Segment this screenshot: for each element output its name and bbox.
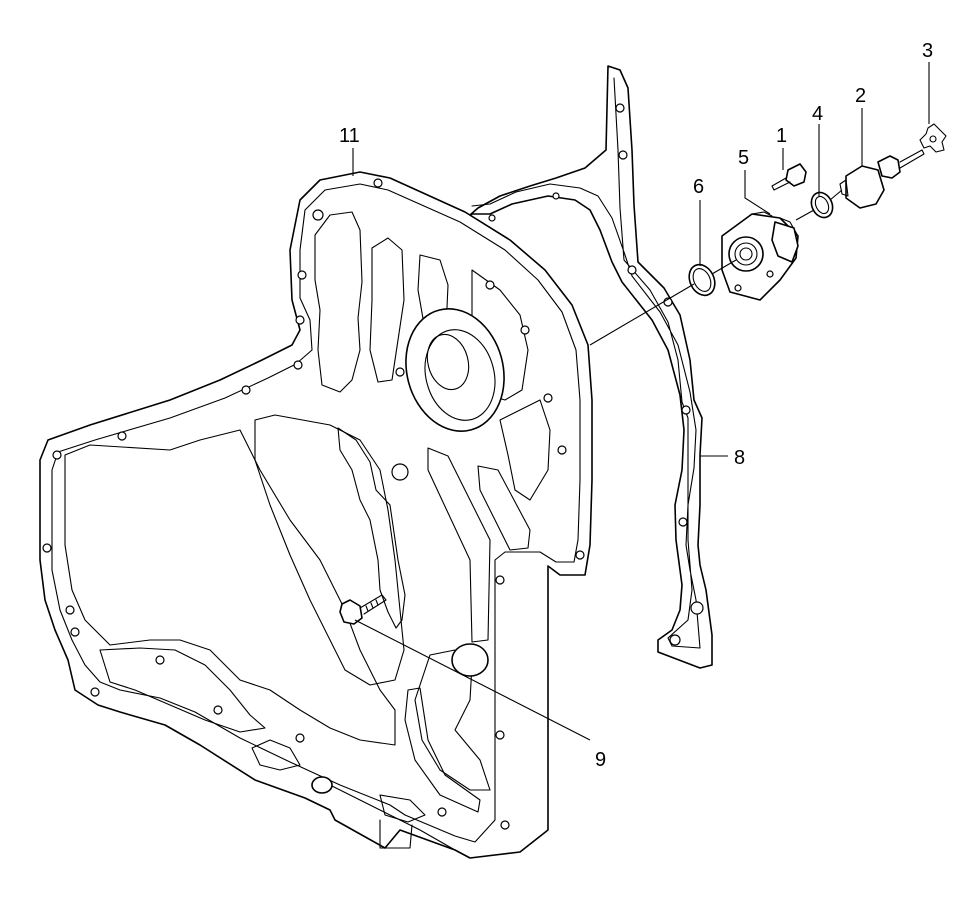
clip-part-3 xyxy=(919,123,947,153)
callout-9: 9 xyxy=(595,749,606,771)
sensor-part-2 xyxy=(839,149,925,209)
screw-part-1 xyxy=(771,163,807,191)
callout-1: 1 xyxy=(776,125,787,147)
callout-11: 11 xyxy=(339,125,360,147)
flange-part-5 xyxy=(721,211,799,301)
o-ring-part-6 xyxy=(688,263,716,297)
callout-leaders xyxy=(352,62,930,741)
housing-part-11 xyxy=(39,171,593,859)
assembly-axis-lines xyxy=(589,189,843,346)
callout-2: 2 xyxy=(855,85,866,107)
seal-ring-part-4 xyxy=(810,191,834,219)
bolt-part-9 xyxy=(339,594,387,625)
callout-6: 6 xyxy=(693,176,704,198)
callout-4: 4 xyxy=(812,103,823,125)
callout-8: 8 xyxy=(734,447,745,469)
callout-3: 3 xyxy=(922,40,933,62)
callout-5: 5 xyxy=(738,147,749,169)
